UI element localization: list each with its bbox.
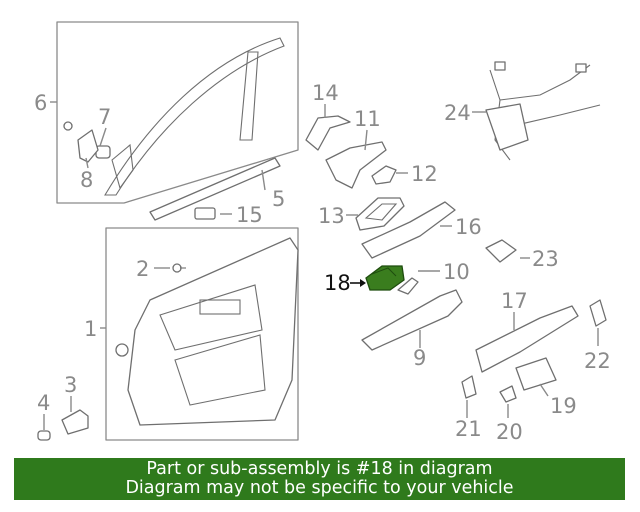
callout-23: 23 (532, 247, 559, 271)
callout-5: 5 (272, 187, 285, 211)
callout-12: 12 (411, 162, 438, 186)
bracket-part-8 (63, 121, 99, 163)
callout-4: 4 (37, 391, 50, 415)
switch-part-20 (499, 385, 517, 403)
info-banner: Part or sub-assembly is #18 in diagram D… (14, 458, 625, 500)
callout-8: 8 (80, 168, 93, 192)
window-seal-strip (149, 157, 281, 221)
callout-15: 15 (236, 203, 263, 227)
leader-lines (43, 101, 599, 430)
parts-diagram: 6 7 8 5 15 1 2 3 4 14 11 12 13 16 18 10 … (34, 21, 611, 444)
callout-21: 21 (455, 417, 482, 441)
switch-part-3 (61, 409, 89, 435)
harness-part-24 (485, 61, 601, 161)
cover-part-12 (371, 165, 397, 185)
callout-19: 19 (550, 394, 577, 418)
callout-6: 6 (34, 91, 47, 115)
clip-part-15 (194, 207, 216, 220)
highlighted-part-18 (350, 265, 405, 291)
handle-bezel-part-13 (355, 197, 405, 231)
callout-10: 10 (443, 260, 470, 284)
switch-base-part-17 (475, 305, 579, 373)
callout-18: 18 (324, 271, 351, 295)
armrest-part-9 (361, 289, 463, 351)
door-panel-assembly (105, 227, 299, 441)
callout-20: 20 (496, 420, 523, 444)
banner-line-1: Part or sub-assembly is #18 in diagram (146, 459, 493, 479)
callout-24: 24 (444, 101, 471, 125)
clip-part-7 (95, 145, 111, 159)
callout-1: 1 (84, 317, 97, 341)
switch-part-21 (461, 375, 477, 399)
callout-22: 22 (584, 349, 611, 373)
callout-17: 17 (501, 289, 528, 313)
bulb-part-4 (37, 430, 51, 441)
trim-part-16 (361, 201, 456, 259)
banner-line-2: Diagram may not be specific to your vehi… (125, 478, 514, 498)
switch-part-19 (515, 357, 557, 391)
callout-9: 9 (413, 346, 426, 370)
callout-2: 2 (136, 257, 149, 281)
module-part-23 (485, 239, 517, 263)
callout-11: 11 (354, 107, 381, 131)
garnish-part-14 (305, 115, 351, 151)
callout-13: 13 (318, 204, 345, 228)
garnish-part-11 (325, 141, 387, 189)
switch-part-22 (589, 299, 607, 327)
callout-16: 16 (455, 215, 482, 239)
callout-7: 7 (98, 105, 111, 129)
callout-3: 3 (64, 373, 77, 397)
bracket-part-10 (397, 277, 419, 295)
screw-part-2 (172, 263, 186, 273)
window-assembly-panel (56, 21, 299, 204)
callout-14: 14 (312, 81, 339, 105)
